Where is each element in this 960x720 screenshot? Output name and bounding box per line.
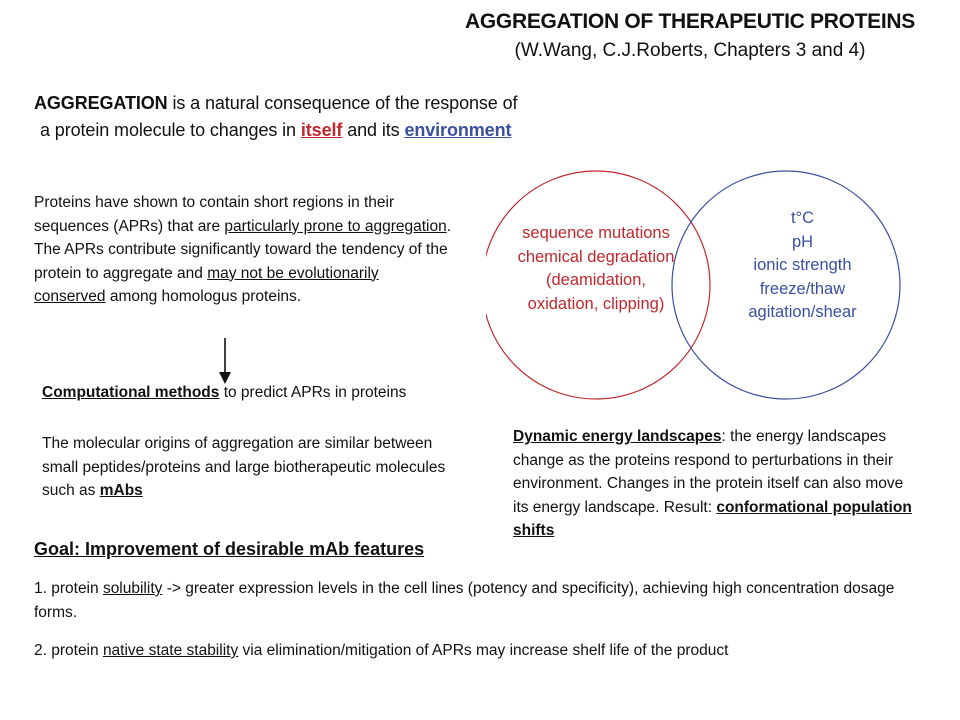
- intro-text-1: is a natural consequence of the response…: [167, 93, 518, 113]
- venn-diagram: [486, 170, 901, 400]
- origins-text: The molecular origins of aggregation are…: [42, 435, 446, 499]
- intro-text-2: a protein molecule to changes in: [40, 120, 301, 140]
- venn-left-labels: sequence mutations chemical degradation …: [496, 222, 696, 316]
- aggregation-term: AGGREGATION: [34, 93, 168, 113]
- goal-item-1-keyword: solubility: [102, 580, 163, 597]
- molecular-origins-paragraph: The molecular origins of aggregation are…: [42, 432, 462, 503]
- goal-item-1-prefix: 1. protein: [34, 580, 103, 597]
- goal-heading-text: Goal: Improvement of desirable mAb featu…: [34, 539, 425, 559]
- goal-heading: Goal: Improvement of desirable mAb featu…: [34, 539, 534, 560]
- itself-keyword: itself: [300, 120, 343, 140]
- venn-circle-environment: [671, 170, 901, 400]
- down-arrow-icon: [219, 338, 231, 384]
- slide-title: AGGREGATION OF THERAPEUTIC PROTEINS: [465, 10, 915, 33]
- goal-item-2-keyword: native state stability: [102, 642, 239, 659]
- intro-line-2: a protein molecule to changes in itself …: [34, 117, 594, 144]
- computational-methods: Computational methods to predict APRs in…: [42, 384, 482, 402]
- apr-underline-conserved: may not be evolutionarily conserved: [34, 264, 379, 306]
- apr-text-3: among homologus proteins.: [105, 288, 302, 305]
- venn-left-item: sequence mutations: [522, 224, 670, 242]
- mabs-keyword: mAbs: [99, 482, 143, 499]
- apr-underline-prone: particularly prone to aggregation: [224, 217, 447, 235]
- venn-right-labels: t°C pH ionic strength freeze/thaw agitat…: [730, 207, 875, 325]
- goal-item-2-text: via elimination/mitigation of APRs may i…: [238, 642, 729, 659]
- venn-right-item: pH: [791, 232, 814, 251]
- intro-line-1: AGGREGATION is a natural consequence of …: [34, 90, 594, 117]
- venn-left-item: oxidation, clipping): [527, 294, 665, 313]
- venn-right-item: freeze/thaw: [759, 279, 846, 298]
- slide-subtitle: (W.Wang, C.J.Roberts, Chapters 3 and 4): [514, 40, 866, 61]
- computational-methods-label: Computational methods: [42, 384, 220, 401]
- venn-circle-itself: [486, 170, 711, 400]
- venn-left-item: chemical degradation: [517, 247, 675, 266]
- venn-right-item: agitation/shear: [748, 303, 857, 321]
- dynamic-energy-result: conformational population shifts: [513, 498, 912, 540]
- venn-left-item: (deamidation,: [546, 271, 646, 289]
- apr-paragraph: Proteins have shown to contain short reg…: [34, 191, 454, 309]
- dynamic-energy-label: Dynamic energy landscapes: [513, 428, 722, 445]
- apr-text-1: Proteins have shown to contain short reg…: [34, 194, 395, 235]
- goal-item-1: 1. protein solubility -> greater express…: [34, 577, 914, 625]
- intro-text-3: and its: [342, 120, 405, 140]
- goal-item-2-prefix: 2. protein: [34, 642, 103, 659]
- environment-keyword: environment: [404, 120, 512, 140]
- goal-item-2: 2. protein native state stability via el…: [34, 639, 914, 663]
- venn-right-item: t°C: [790, 209, 815, 227]
- dynamic-energy-text: : the energy landscapes change as the pr…: [513, 428, 904, 516]
- intro-statement: AGGREGATION is a natural consequence of …: [34, 90, 594, 144]
- venn-right-item: ionic strength: [753, 256, 852, 274]
- computational-methods-text: to predict APRs in proteins: [219, 384, 407, 401]
- apr-text-2: . The APRs contribute significantly towa…: [34, 217, 452, 282]
- goal-item-1-text: -> greater expression levels in the cell…: [34, 580, 895, 621]
- dynamic-energy-paragraph: Dynamic energy landscapes: the energy la…: [513, 425, 923, 543]
